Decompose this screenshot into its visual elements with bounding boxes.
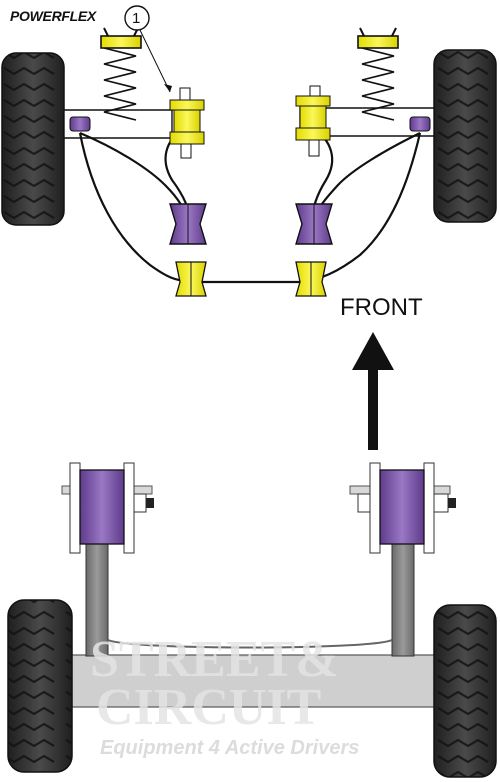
powerflex-logo: POWERFLEX bbox=[10, 8, 96, 24]
rear-right-wheel bbox=[433, 604, 497, 778]
rear-beam-axle bbox=[69, 529, 436, 708]
left-outer-purple-bush bbox=[69, 116, 91, 132]
callout-number: 1 bbox=[132, 10, 140, 27]
callout-1: 1 bbox=[124, 5, 172, 93]
right-outer-purple-bush bbox=[409, 116, 431, 132]
rear-right-purple-bush bbox=[349, 462, 456, 554]
watermark: STREET& CIRCUIT Equipment 4 Active Drive… bbox=[90, 631, 359, 759]
left-purple-arm-bush bbox=[169, 203, 207, 245]
left-coil-spring bbox=[100, 27, 142, 121]
front-arrow bbox=[352, 332, 394, 450]
front-arms-and-anti-roll-bar bbox=[78, 127, 422, 284]
front-left-wheel bbox=[1, 52, 65, 226]
front-right-wheel bbox=[433, 49, 497, 223]
right-purple-arm-bush bbox=[295, 203, 333, 245]
right-yellow-upper-bush bbox=[295, 85, 331, 157]
rear-left-purple-bush bbox=[61, 462, 154, 554]
left-yellow-upper-bush bbox=[169, 87, 205, 159]
front-label: FRONT bbox=[340, 294, 423, 321]
watermark-line2: CIRCUIT bbox=[96, 679, 321, 736]
right-yellow-arb-bush bbox=[295, 261, 327, 297]
rear-left-wheel bbox=[7, 599, 73, 773]
right-coil-spring bbox=[357, 27, 399, 121]
left-yellow-arb-bush bbox=[175, 261, 207, 297]
watermark-tagline: Equipment 4 Active Drivers bbox=[100, 737, 359, 759]
watermark-line1: STREET& bbox=[90, 631, 339, 688]
